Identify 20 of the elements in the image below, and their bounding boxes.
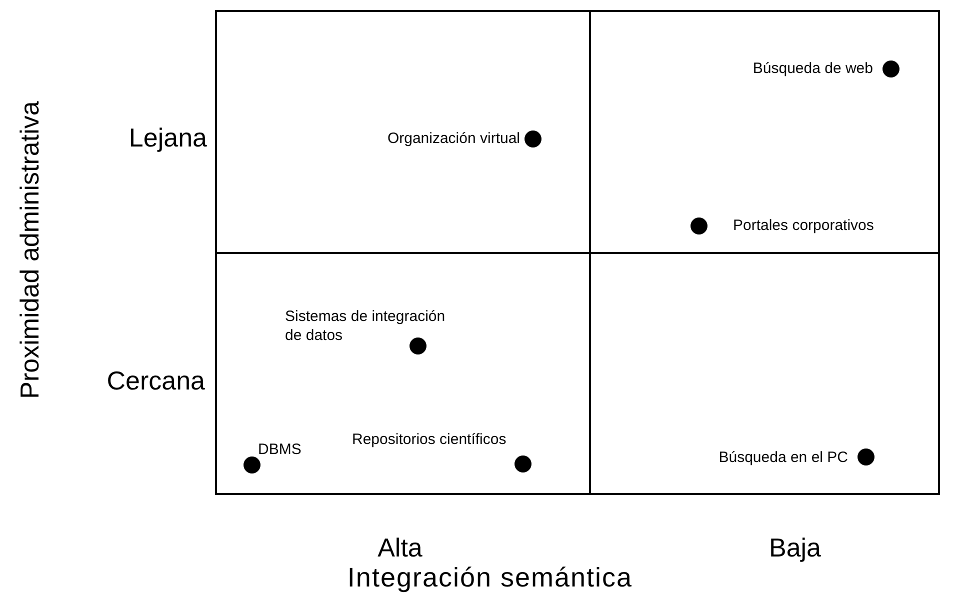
- data-point: [410, 338, 426, 354]
- category-label: Cercana: [106, 366, 205, 396]
- point-label: Repositorios científicos: [352, 430, 506, 449]
- axis-title: Proximidad administrativa: [14, 101, 46, 399]
- axis-title: Integración semántica: [347, 562, 633, 594]
- data-point: [514, 456, 532, 472]
- data-point: [524, 130, 542, 148]
- category-label: Alta: [378, 532, 422, 564]
- point-label: Búsqueda de web: [752, 59, 873, 78]
- data-point: [244, 456, 260, 474]
- point-label: Organización virtual: [387, 129, 520, 148]
- point-label: Búsqueda en el PC: [718, 448, 848, 467]
- data-point: [858, 448, 874, 466]
- point-label: DBMS: [258, 440, 302, 459]
- point-label: Portales corporativos: [733, 216, 874, 235]
- category-label: Lejana: [128, 122, 207, 154]
- data-point: [882, 60, 900, 78]
- data-point: [690, 218, 708, 234]
- point-label: Sistemas de integración de datos: [285, 307, 446, 345]
- category-label: Baja: [768, 532, 822, 564]
